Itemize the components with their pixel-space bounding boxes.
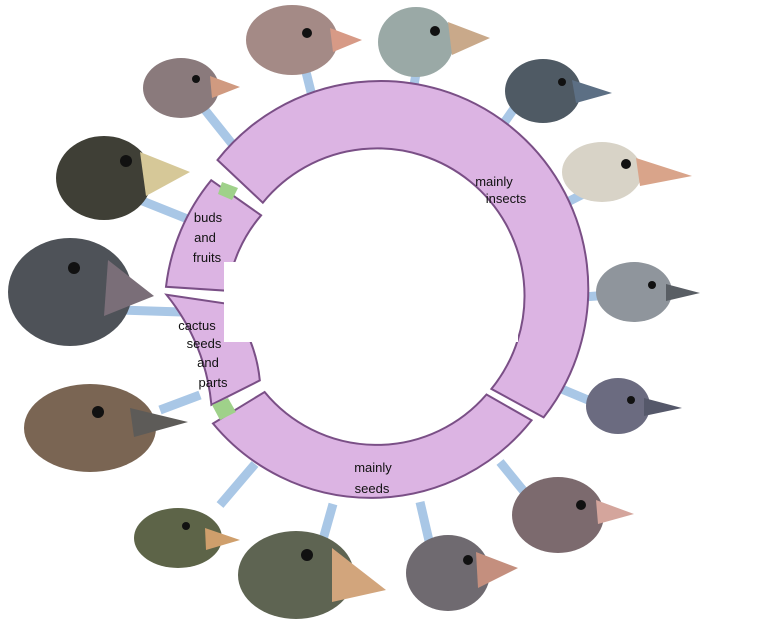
finch-head-11 xyxy=(24,384,188,472)
label-cactus-4: parts xyxy=(199,375,228,390)
label-insects-1: mainly xyxy=(475,174,513,189)
connector-11 xyxy=(160,395,200,410)
label-buds-3: fruits xyxy=(193,250,222,265)
label-cactus-1: cactus xyxy=(178,318,216,333)
finch-head-10 xyxy=(134,508,240,568)
connector-13 xyxy=(140,200,190,220)
label-buds-1: buds xyxy=(194,210,223,225)
finch-head-4 xyxy=(562,142,692,202)
finch-head-6 xyxy=(586,378,682,434)
finch-head-1 xyxy=(246,5,362,75)
label-buds-2: and xyxy=(194,230,216,245)
center-cover xyxy=(224,262,518,342)
finch-head-5 xyxy=(596,262,700,322)
finch-head-12 xyxy=(8,238,154,346)
finch-head-9 xyxy=(238,531,386,619)
label-cactus-3: and xyxy=(197,355,219,370)
label-seeds-1: mainly xyxy=(354,460,392,475)
finch-head-7 xyxy=(512,477,634,553)
finch-head-3 xyxy=(505,59,612,123)
label-seeds-2: seeds xyxy=(355,481,390,496)
label-cactus-2: seeds xyxy=(187,336,222,351)
finch-head-14 xyxy=(143,58,240,118)
label-insects-2: insects xyxy=(486,191,527,206)
ring-segment-insects xyxy=(218,81,589,417)
finch-head-8 xyxy=(406,535,518,611)
connector-8 xyxy=(420,502,430,545)
finch-head-2 xyxy=(378,7,490,77)
connector-10 xyxy=(220,464,255,505)
connector-12 xyxy=(120,310,182,312)
